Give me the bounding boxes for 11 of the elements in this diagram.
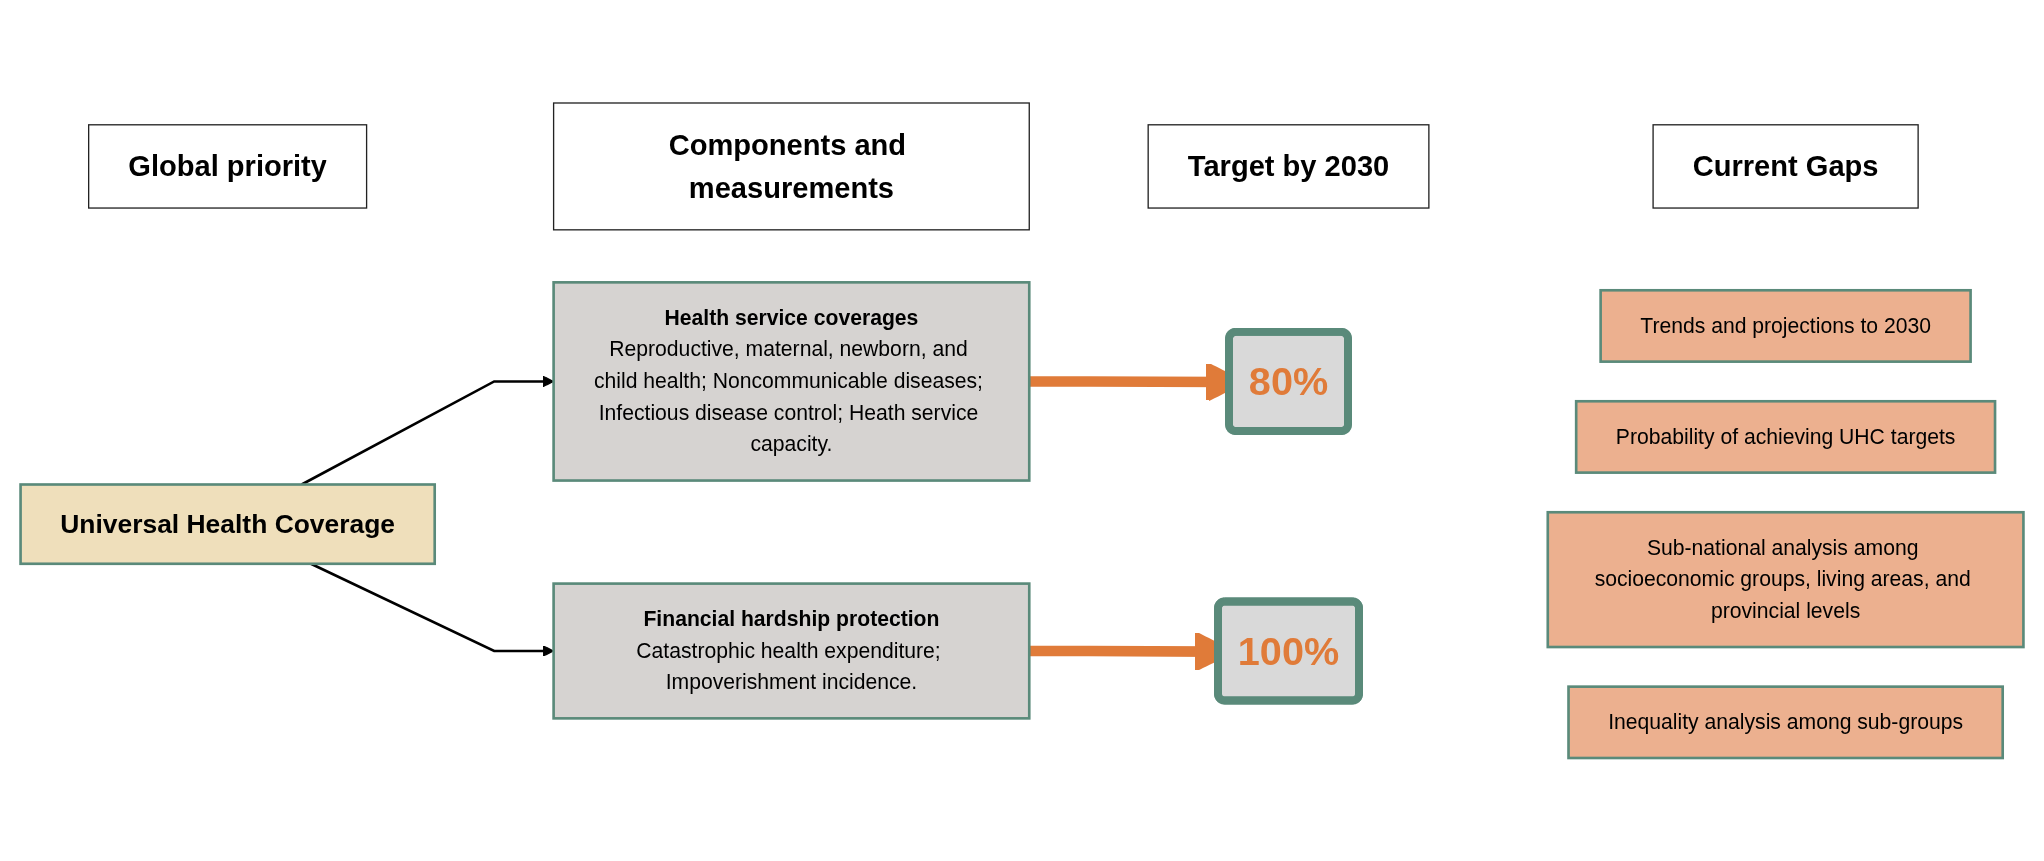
node-box: Sub-national analysis among socioeconomic groups, living areas, and provincial levels [1546, 510, 2025, 649]
node-box: Probability of achieving UHC targets [1574, 399, 1997, 474]
node-box: Current Gaps [1652, 124, 1919, 209]
node-box: Health service coverages Reproductive, maternal, newborn, and child health; Noncommunicable diseases; Infectious disease control; Heath service capacity. [552, 281, 1031, 482]
node-box: Universal Health Coverage [19, 483, 436, 566]
node-box: Trends and projections to 2030 [1599, 288, 1972, 363]
node-box: Inequality analysis among sub-groups [1567, 685, 2004, 760]
node-box: Global priority [88, 124, 368, 209]
node-box: Components and measurements [552, 102, 1030, 231]
node-box: Financial hardship protection Catastrophic health expenditure; Impoverishment incidence. [552, 582, 1031, 720]
node-box: Target by 2030 [1147, 124, 1430, 209]
